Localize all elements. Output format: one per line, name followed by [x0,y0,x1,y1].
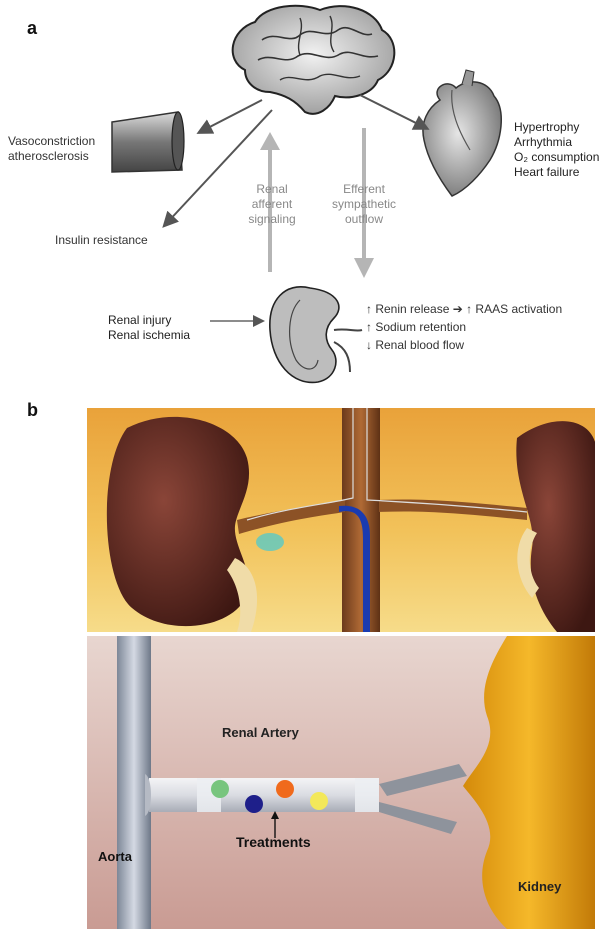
kidney-effect: ↓ Renal blood flow [366,338,465,352]
renal-cause-line: Renal ischemia [108,328,191,342]
efferent-line: Efferent [343,182,385,196]
renal-causes-label: Renal injury Renal ischemia [108,313,190,343]
efferent-line: sympathetic [332,197,397,211]
arrow-to-vessel [196,99,263,134]
renal-artery-label: Renal Artery [222,725,299,740]
insulin-resistance-label: Insulin resistance [55,233,148,247]
atherosclerosis-line: atherosclerosis [8,149,89,163]
treatments-label: Treatments [236,834,311,850]
vasoconstriction-line: Vasoconstriction [8,134,96,148]
efferent-line: outflow [344,212,384,226]
renal-cause-line: Renal injury [108,313,172,327]
efferent-outflow-label: Efferent sympathetic outflow [332,182,396,227]
vasoconstriction-label: Vasoconstriction atherosclerosis [8,134,95,164]
heart-effect: Heart failure [514,165,580,179]
kidney-effects-label: ↑ Renin release ➔ ↑ RAAS activation ↑ So… [366,302,562,353]
efferent-arrow [354,128,374,278]
kidney-label: Kidney [518,879,562,894]
renal-artery-schematic [87,636,595,929]
afferent-arrow [260,132,280,272]
heart-effect: O₂ consumption [514,150,600,164]
renal-anatomy-illustration [87,408,595,632]
afferent-line: signaling [248,212,296,226]
afferent-line: afferent [251,197,293,211]
blood-vessel-icon [111,111,185,173]
heart-effect: Hypertrophy [514,120,580,134]
aorta-label: Aorta [98,849,132,864]
arrow-to-heart [359,94,430,130]
heart-icon [422,69,502,197]
kidney-icon [269,286,363,384]
kidney-effect: ↑ Renin release ➔ ↑ RAAS activation [366,302,563,316]
heart-effect: Arrhythmia [514,135,573,149]
arrow-to-insulin [162,109,273,228]
panel-a-letter: a [27,18,38,38]
afferent-signaling-label: Renal afferent signaling [248,182,296,227]
panel-a-diagram [111,4,502,384]
heart-effects-label: Hypertrophy Arrhythmia O₂ consumption He… [514,120,599,180]
afferent-line: Renal [256,182,288,196]
kidney-effect: ↑ Sodium retention [366,320,467,334]
panel-b-letter: b [27,400,38,420]
brain-icon [231,4,396,115]
